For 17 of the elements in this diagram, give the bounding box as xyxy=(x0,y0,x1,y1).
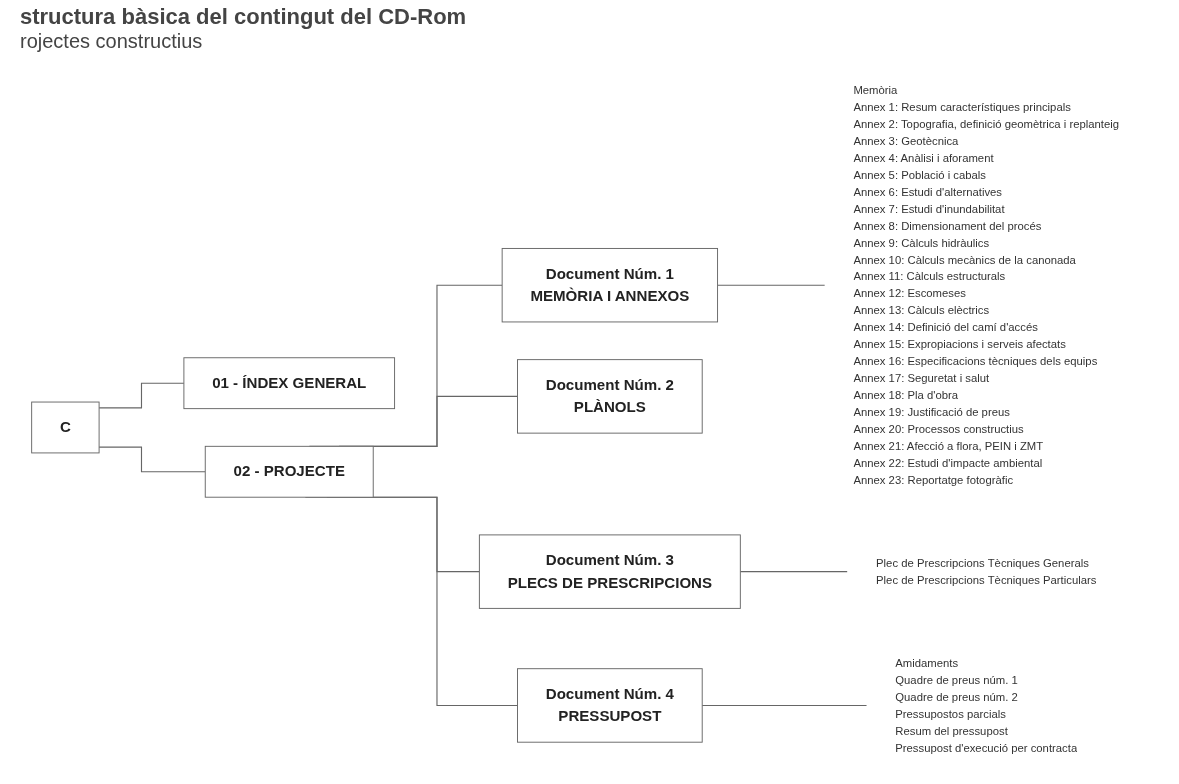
node-text: Amidaments Quadre de preus núm. 1 Quadre de preus núm. 2 Pressupostos parcials Resum del pressupost Pressupost d'execució per contracta xyxy=(895,656,1078,755)
diagram-title: structura bàsica del contingut del CD-Rom xyxy=(20,4,467,30)
node-text: Memòria Annex 1: Resum característiques principals Annex 2: Topografia, definició geomètrica i replanteig Annex 3: Geotècnica Annex 4: Anàlisi i aforament Annex 5: Població i cabals Annex 6: Estudi d'alternatives Annex 7: Estudi d'inundabilitat Annex 8: Dimensionament del procés Annex 9: Càlculs hidràulics Annex 10: Càlculs mecànics de la canonada Annex 11: Càlculs estructurals Annex 12: Escomeses Annex 13: Càlculs elèctrics Annex 14: Definició del camí d'accés Annex 15: Expropiacions i serveis afectats Annex 16: Especificacions tècniques dels equips Annex 17: Seguretat i salut Annex 18: Pla d'obra Annex 19: Justificació de preus Annex 20: Processos constructius Annex 21: Afecció a flora, PEIN i ZMT Annex 22: Estudi d'impacte ambiental Annex 23: Reportatge fotogràfic xyxy=(853,83,1120,487)
node-box: Document Núm. 4 PRESSUPOST xyxy=(517,668,703,743)
node-box: C xyxy=(31,401,100,454)
subtitle: rojectes constructius xyxy=(20,30,204,53)
node-box: Document Núm. 1 MEMÒRIA I ANNEXOS xyxy=(501,248,719,323)
connector xyxy=(98,382,185,409)
connector xyxy=(739,571,849,573)
node-text: Plec de Prescripcions Tècniques Generals Plec de Prescripcions Tècniques Particulars xyxy=(876,556,1097,587)
node-box: 01 - ÍNDEX GENERAL xyxy=(183,357,396,410)
node-box: 02 - PROJECTE xyxy=(204,445,374,498)
node-box: Document Núm. 2 PLÀNOLS xyxy=(517,359,703,434)
node-box: Document Núm. 3 PLECS DE PRESCRIPCIONS xyxy=(478,534,741,609)
connector xyxy=(701,704,868,706)
connector xyxy=(98,446,206,473)
connector xyxy=(717,284,826,286)
